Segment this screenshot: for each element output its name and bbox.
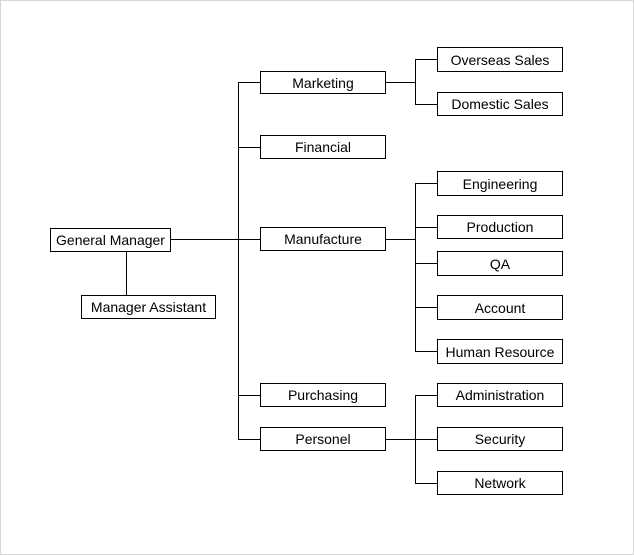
node-engineering: Engineering — [437, 171, 563, 196]
node-security: Security — [437, 427, 563, 451]
node-production: Production — [437, 215, 563, 239]
node-qa: QA — [437, 251, 563, 276]
node-manufacture: Manufacture — [260, 227, 386, 251]
node-manager-assistant: Manager Assistant — [81, 295, 216, 319]
node-network: Network — [437, 471, 563, 495]
node-general-manager: General Manager — [50, 228, 171, 252]
node-financial: Financial — [260, 135, 386, 159]
node-overseas-sales: Overseas Sales — [437, 47, 563, 72]
node-purchasing: Purchasing — [260, 383, 386, 407]
node-administration: Administration — [437, 383, 563, 407]
node-domestic-sales: Domestic Sales — [437, 92, 563, 116]
node-account: Account — [437, 295, 563, 320]
node-marketing: Marketing — [260, 71, 386, 94]
node-personel: Personel — [260, 427, 386, 451]
node-human-resource: Human Resource — [437, 339, 563, 364]
